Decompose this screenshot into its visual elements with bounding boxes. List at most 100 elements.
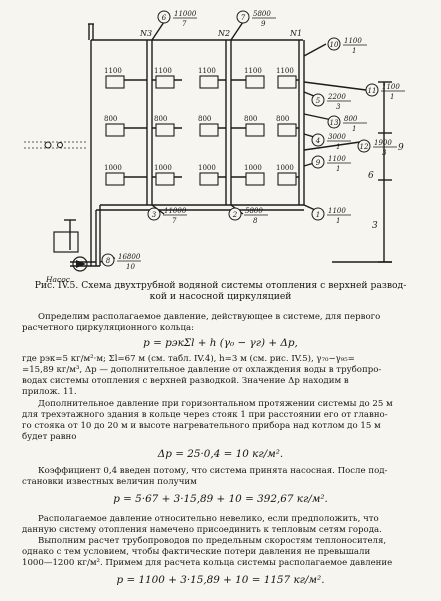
radiator-icon: [105, 75, 125, 89]
pipe-section-marker: 10 1100 1: [327, 37, 367, 55]
paragraph-line: прилож. 11.: [22, 387, 77, 397]
pipe-length: 1: [352, 125, 356, 133]
boiler-icon: [53, 231, 79, 253]
pipe-length: 7: [172, 217, 177, 225]
pipe-length: 1: [336, 217, 340, 225]
radiator-load: 1000: [244, 164, 262, 172]
paragraph-line: =15,89 кг/м³, Δp — дополнительное давлен…: [22, 365, 382, 375]
pipe-section-marker: 1 1100 1: [311, 207, 351, 225]
figure-caption-line: Рис. IV.5. Схема двухтрубной водяной сис…: [34, 280, 407, 291]
pipe-id: 8: [106, 257, 111, 265]
pipe-length: 9: [261, 20, 266, 28]
radiator-load: 1000: [104, 164, 122, 172]
pipe-id: 4: [315, 137, 320, 145]
pump-arrow-icon: [76, 260, 86, 268]
pipe-load: 1100: [328, 155, 346, 163]
radiator-load: 1100: [154, 67, 172, 75]
radiator-load: 1100: [244, 67, 262, 75]
radiator-load: 800: [198, 115, 211, 123]
pipe-length: 1: [390, 93, 394, 101]
radiator-load: 1000: [276, 164, 294, 172]
valve-icon: [44, 141, 52, 149]
boiler-label: Насос: [45, 275, 71, 284]
radiator-load: 1100: [104, 67, 122, 75]
pipe-section-marker: 9 1100 1: [311, 155, 351, 173]
paragraph-line: Коэффициент 0,4 введен потому, что систе…: [38, 466, 388, 476]
paragraph-line: будет равно: [22, 432, 77, 442]
paragraph-line: становки известных величин получим: [22, 477, 197, 487]
radiator-icon: [155, 123, 175, 137]
pipe-id: 13: [330, 119, 339, 127]
radiator-icon: [245, 123, 265, 137]
paragraph-line: Дополнительное давление при горизонтальн…: [38, 399, 393, 409]
paragraph-line: где pэк=5 кг/м²·м; Σl=67 м (см. табл. IV…: [22, 354, 355, 364]
paragraph-line: Располагаемое давление относительно неве…: [38, 514, 379, 524]
pipe-load: 1900: [374, 139, 392, 147]
pipe-id: 1: [316, 211, 320, 219]
paragraph-line: однако с тем условием, чтобы фактические…: [22, 547, 371, 557]
radiator-load: 1100: [276, 67, 294, 75]
pipe-id: 6: [162, 14, 167, 22]
height-label: 6: [368, 171, 374, 181]
paragraph-line: водах системы отопления с верхней развод…: [22, 376, 349, 386]
pipe-id: 10: [330, 41, 339, 49]
pipe-id: 3: [152, 211, 157, 219]
riser-label: N3: [139, 29, 152, 38]
pipe-length: 1: [336, 143, 340, 151]
formula: p = 1100 + 3·15,89 + 10 = 1157 кг/м².: [116, 574, 325, 586]
pipe-load: 11000: [174, 10, 197, 18]
pipe-id: 9: [316, 159, 321, 167]
pipe-id: 5: [316, 97, 321, 105]
pipe-id: 2: [232, 211, 238, 219]
pipe-id: 7: [241, 14, 246, 22]
pipe-section-marker: 13 800 1: [327, 115, 367, 133]
radiator-load: 1100: [198, 67, 216, 75]
pipe-length: 1: [352, 47, 356, 55]
radiator-load: 1000: [198, 164, 216, 172]
pipe-id: 12: [360, 143, 369, 151]
pipe-load: 11000: [164, 207, 187, 215]
pipe-length: 3: [336, 103, 341, 111]
pipe-load: 5800: [253, 10, 271, 18]
pipe-load: 1100: [344, 37, 362, 45]
pipe-load: 16800: [118, 253, 141, 261]
valve-icon: [57, 142, 63, 148]
formula: p = pэкΣl + h (γ₀ − γг) + Δp,: [143, 337, 298, 349]
radiator-icon: [105, 123, 125, 137]
radiator-icon: [245, 172, 265, 186]
pipe-load: 800: [344, 115, 358, 123]
paragraph-line: для трехэтажного здания в кольце через с…: [22, 410, 388, 420]
pipe-load: 5800: [245, 207, 263, 215]
riser-label: N1: [289, 29, 302, 38]
figure-caption-line: кой и насосной циркуляцией: [149, 291, 292, 302]
radiator-icon: [277, 75, 297, 89]
riser-label: N2: [217, 29, 230, 38]
radiator-icon: [199, 123, 219, 137]
radiator-icon: [105, 172, 125, 186]
radiator-load: 800: [244, 115, 257, 123]
heating-system-diagram: 1100 1100 1100 1100 1100 800 800 800 800 800 1000 1…: [24, 10, 405, 284]
pipe-length: 1: [336, 165, 340, 173]
paragraph-line: 1000—1200 кг/м². Примем для расчета коль…: [22, 558, 393, 568]
radiator-icon: [199, 172, 219, 186]
formula: p = 5·67 + 3·15,89 + 10 = 392,67 кг/м².: [113, 493, 328, 505]
radiator-icon: [199, 75, 219, 89]
height-label: 9: [398, 143, 404, 153]
radiator-load: 800: [276, 115, 289, 123]
pipe-length: 8: [253, 217, 258, 225]
paragraph-line: го стояка от 10 до 20 м и высоте нагрева…: [22, 421, 381, 431]
pipe-load: 1100: [328, 207, 346, 215]
paragraph-line: Определим располагаемое давление, действ…: [38, 312, 381, 322]
formula: Δp = 25·0,4 = 10 кг/м².: [157, 448, 284, 460]
radiator-load: 800: [104, 115, 117, 123]
radiator-icon: [155, 172, 175, 186]
radiator-icon: [277, 123, 297, 137]
radiator-load: 1000: [154, 164, 172, 172]
pipe-section-marker: 2 5800 8: [228, 207, 268, 225]
height-label: 3: [372, 221, 378, 231]
